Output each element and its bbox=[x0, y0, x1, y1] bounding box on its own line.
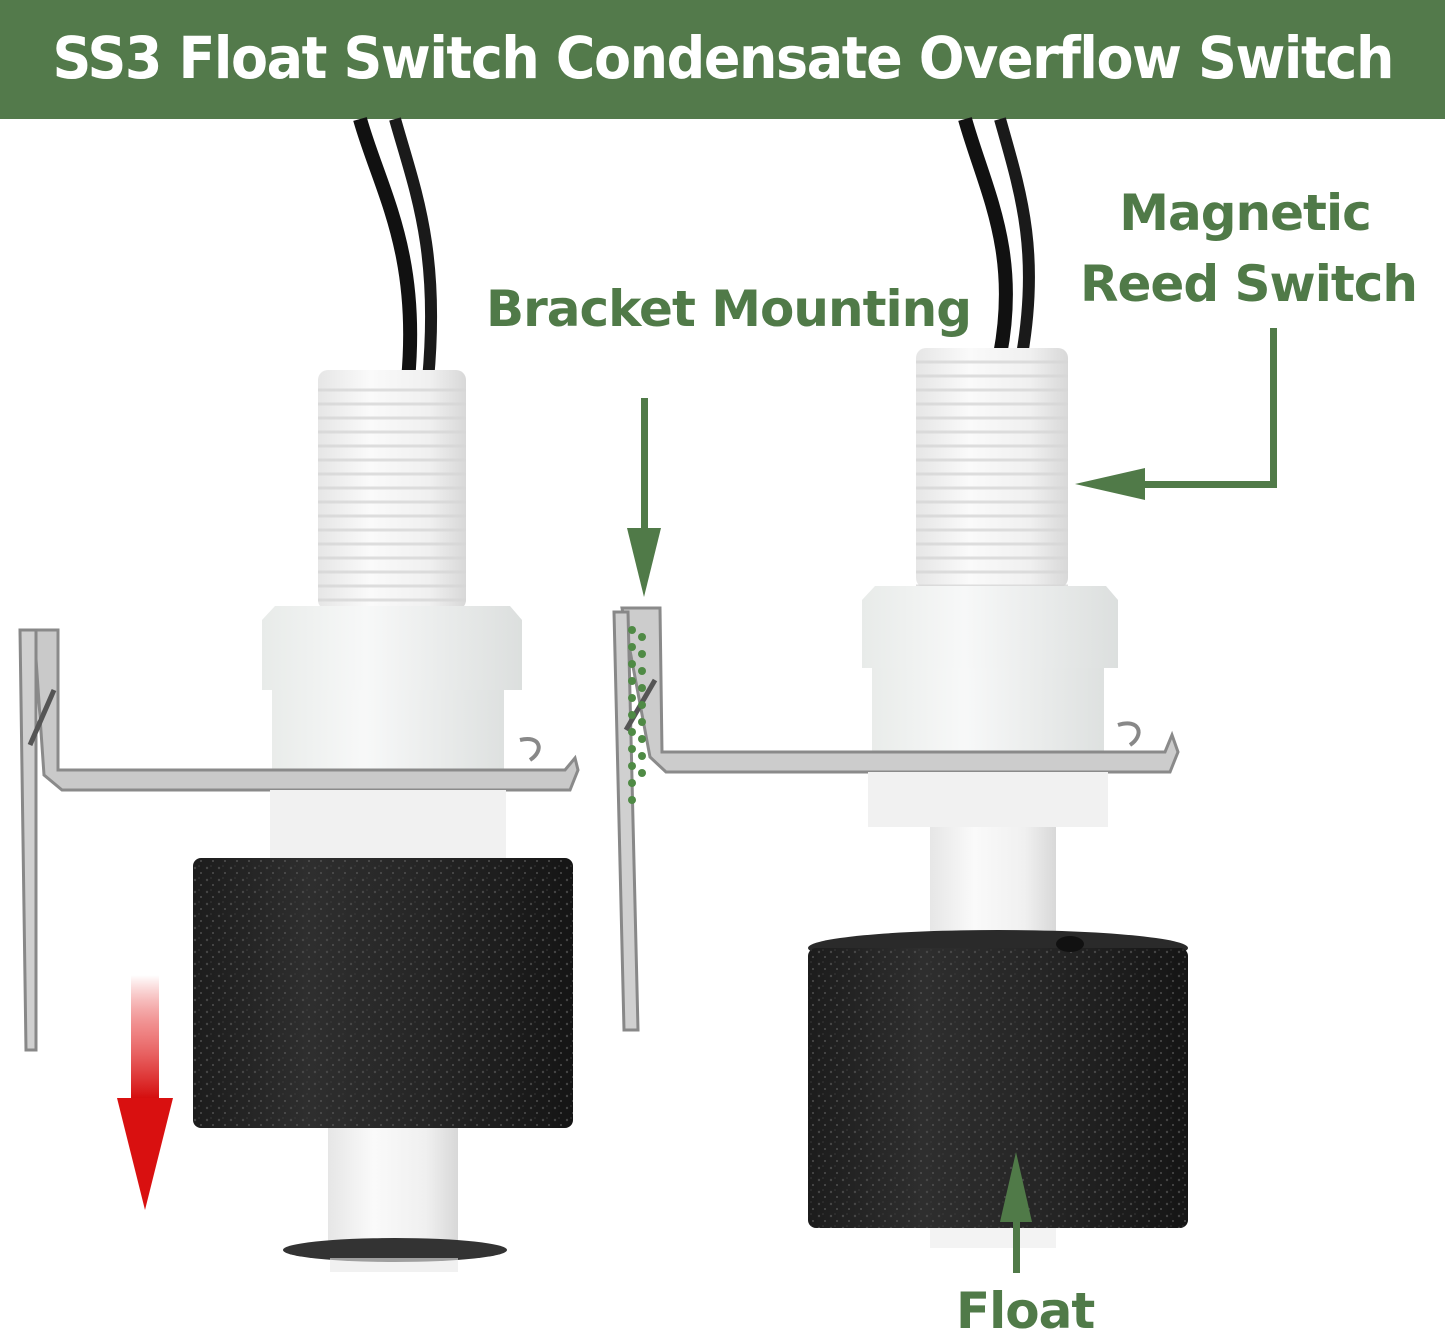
left-float-switch bbox=[18, 117, 580, 1272]
title-banner: SS3 Float Switch Condensate Overflow Swi… bbox=[0, 0, 1445, 119]
magnetic-reed-switch-label-line2: Reed Switch bbox=[1080, 255, 1418, 313]
reed-switch-callout-arrow-icon bbox=[1075, 328, 1277, 500]
bracket-mounting-label: Bracket Mounting bbox=[486, 280, 972, 338]
magnetic-reed-switch-label: Magnetic Reed Switch bbox=[1080, 178, 1418, 320]
float-callout-arrow-icon bbox=[1000, 1152, 1032, 1273]
product-title: SS3 Float Switch Condensate Overflow Swi… bbox=[52, 23, 1394, 92]
magnetic-reed-switch-label-line1: Magnetic bbox=[1119, 184, 1371, 242]
bracket-callout-arrow-icon bbox=[627, 398, 661, 597]
bracket-dotted-guide bbox=[628, 626, 646, 804]
float-down-arrow-icon bbox=[117, 975, 173, 1210]
right-float-switch bbox=[612, 117, 1188, 1248]
float-label: Float bbox=[956, 1282, 1095, 1340]
